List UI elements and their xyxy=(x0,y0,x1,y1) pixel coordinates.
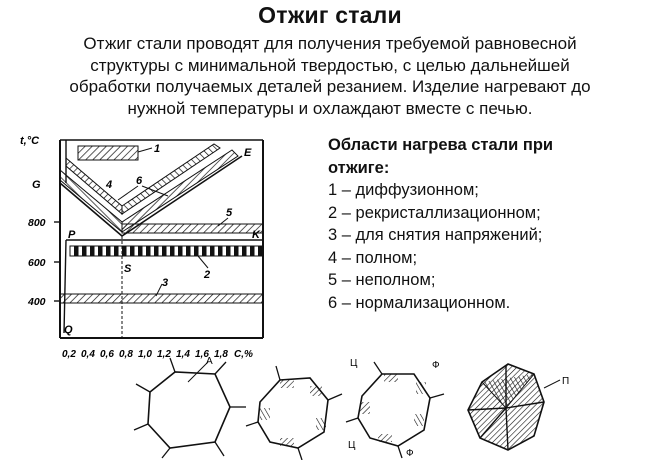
legend-item: 5 – неполном; xyxy=(328,271,436,289)
legend-item: 6 – нормализационном. xyxy=(328,293,511,312)
microstructure-ferrite-edges xyxy=(245,365,343,460)
micro-label-c: Ц xyxy=(350,358,358,369)
region-2-recrystallization xyxy=(69,245,264,257)
region-label-3: 3 xyxy=(162,277,168,289)
micro-label-p: П xyxy=(562,376,569,387)
legend-heading: Области нагрева стали при отжиге: xyxy=(328,134,653,179)
region-6-right xyxy=(121,143,221,215)
microstructures: А Ц Ф Ц Ф П xyxy=(133,356,569,460)
legend: Области нагрева стали при отжиге: 1 – ди… xyxy=(328,134,653,314)
region-3-stress-relief xyxy=(59,293,264,304)
microstructure-pearlite: П xyxy=(467,363,569,451)
legend-heading-line: отжиге: xyxy=(328,158,390,177)
point-label-g: G xyxy=(32,179,41,191)
micro-label-c: Ц xyxy=(348,440,356,451)
micro-label-f: Ф xyxy=(432,360,440,371)
x-tick-label: 0,4 xyxy=(81,349,95,360)
annealing-diagram: t,°C 800 600 400 0,2 0,4 0,6 0,8 1,0 1,2… xyxy=(20,135,264,360)
legend-heading-line: Области нагрева стали при xyxy=(328,136,554,154)
se-line xyxy=(121,155,243,237)
intro-line: обработки получаемых деталей резанием. И… xyxy=(69,77,591,96)
gs-line xyxy=(59,182,123,237)
point-label-p: P xyxy=(68,229,76,241)
intro-line: структуры с минимальной твердостью, с це… xyxy=(90,55,570,75)
microstructure-austenite: А xyxy=(133,356,246,459)
point-label-k: K xyxy=(252,229,261,241)
point-label-e: E xyxy=(244,147,252,159)
y-tick-label: 600 xyxy=(28,257,46,269)
x-tick-label: 0,8 xyxy=(119,349,133,360)
y-axis-label: t,°C xyxy=(20,135,40,147)
micro-label-a: А xyxy=(206,356,213,367)
region-6-leader xyxy=(117,185,139,201)
region-label-4: 4 xyxy=(105,179,112,191)
region-2-leader xyxy=(197,255,209,269)
x-tick-label: 1,2 xyxy=(157,349,171,360)
region-4-right xyxy=(121,149,239,233)
region-label-2: 2 xyxy=(203,269,210,281)
x-tick-label: 1,6 xyxy=(195,349,209,360)
legend-item: 1 – диффузионном; xyxy=(328,181,479,199)
x-tick-label: 0,6 xyxy=(100,349,114,360)
legend-item: 3 – для снятия напряжений; xyxy=(328,226,543,244)
x-tick-label: 1,0 xyxy=(138,349,152,360)
x-tick-label: 1,8 xyxy=(214,349,228,360)
intro-paragraph: Отжиг стали проводят для получения требу… xyxy=(12,33,648,119)
x-tick-label: 1,4 xyxy=(176,349,190,360)
legend-item: 2 – рекристаллизационном; xyxy=(328,203,541,222)
region-3-leader xyxy=(155,283,163,297)
region-label-6: 6 xyxy=(136,175,143,187)
region-label-1: 1 xyxy=(154,143,160,155)
region-1-leader xyxy=(137,147,153,153)
page-title: Отжиг стали xyxy=(258,2,402,28)
intro-line: Отжиг стали проводят для получения требу… xyxy=(83,34,577,53)
pq-line xyxy=(63,239,67,334)
y-tick-label: 400 xyxy=(27,296,46,308)
point-label-s: S xyxy=(124,263,132,275)
region-5-incomplete xyxy=(121,223,264,234)
x-axis-label: С,% xyxy=(234,349,253,360)
y-tick-label: 800 xyxy=(28,217,46,229)
point-label-q: Q xyxy=(64,324,73,336)
micro-label-f: Ф xyxy=(406,448,414,459)
region-1-diffusion xyxy=(77,145,139,161)
intro-line: нужной температуры и охлаждают вместе с … xyxy=(127,98,533,118)
region-6-leader xyxy=(141,185,169,197)
legend-item: 4 – полном; xyxy=(328,248,418,267)
x-tick-label: 0,2 xyxy=(62,349,76,360)
microstructure-cementite-ferrite: Ц Ф Ц Ф xyxy=(345,358,445,459)
region-5-leader xyxy=(217,217,229,227)
region-label-5: 5 xyxy=(226,207,233,219)
